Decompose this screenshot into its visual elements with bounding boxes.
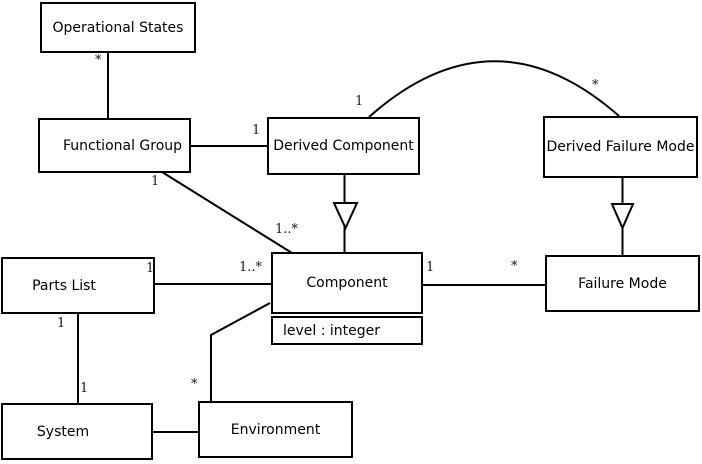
class-name: Operational States bbox=[52, 19, 184, 36]
class-name: Functional Group bbox=[62, 137, 183, 154]
multiplicity-component-failuremode-source: 1 bbox=[426, 260, 435, 275]
class-box-component-attributes[interactable]: level : integer bbox=[271, 316, 423, 345]
class-box-operational-states[interactable]: Operational States bbox=[40, 2, 196, 53]
class-name: Environment bbox=[230, 421, 321, 438]
class-name: Component bbox=[306, 275, 388, 291]
multiplicity-partslist-component-source: 1 bbox=[146, 261, 155, 276]
generalization-triangle-component bbox=[332, 202, 359, 231]
class-name: Derived Failure Mode bbox=[546, 139, 695, 155]
multiplicity-partslist-system-source: 1 bbox=[57, 316, 66, 331]
edge-funcgroup-component bbox=[161, 171, 293, 254]
class-box-failure-mode[interactable]: Failure Mode bbox=[545, 255, 700, 312]
edge-environment-component bbox=[210, 302, 271, 402]
class-box-parts-list[interactable]: Parts List bbox=[1, 257, 155, 314]
generalization-triangle-failuremode bbox=[610, 203, 635, 231]
edge-derivedcomponent-derivedfailuremode-arc bbox=[368, 60, 620, 118]
multiplicity-opstates-funcgroup: * bbox=[95, 53, 102, 68]
multiplicity-funcgroup-component-target: 1..* bbox=[275, 222, 299, 237]
multiplicity-funcgroup-component-source: 1 bbox=[151, 174, 160, 189]
class-box-derived-failure-mode[interactable]: Derived Failure Mode bbox=[543, 116, 698, 178]
multiplicity-arc-derivedcomponent-end: 1 bbox=[355, 94, 364, 109]
class-box-functional-group[interactable]: Functional Group bbox=[38, 118, 191, 173]
class-name: Parts List bbox=[32, 277, 96, 294]
multiplicity-funcgroup-derivedcomponent: 1 bbox=[252, 123, 261, 138]
class-box-system[interactable]: System bbox=[1, 403, 153, 460]
class-box-component-title[interactable]: Component bbox=[271, 252, 423, 314]
class-name: Derived Component bbox=[273, 138, 414, 154]
class-box-environment[interactable]: Environment bbox=[198, 401, 353, 458]
multiplicity-partslist-system-target: 1 bbox=[80, 381, 89, 396]
multiplicity-component-failuremode-target: * bbox=[511, 259, 518, 274]
class-attribute: level : integer bbox=[283, 322, 381, 339]
multiplicity-partslist-component-target: 1..* bbox=[239, 260, 263, 275]
class-name: System bbox=[36, 423, 90, 440]
multiplicity-environment-component: * bbox=[191, 377, 198, 392]
class-box-derived-component[interactable]: Derived Component bbox=[267, 117, 420, 175]
multiplicity-arc-derivedfailuremode-end: * bbox=[592, 78, 599, 93]
class-name: Failure Mode bbox=[578, 275, 667, 292]
